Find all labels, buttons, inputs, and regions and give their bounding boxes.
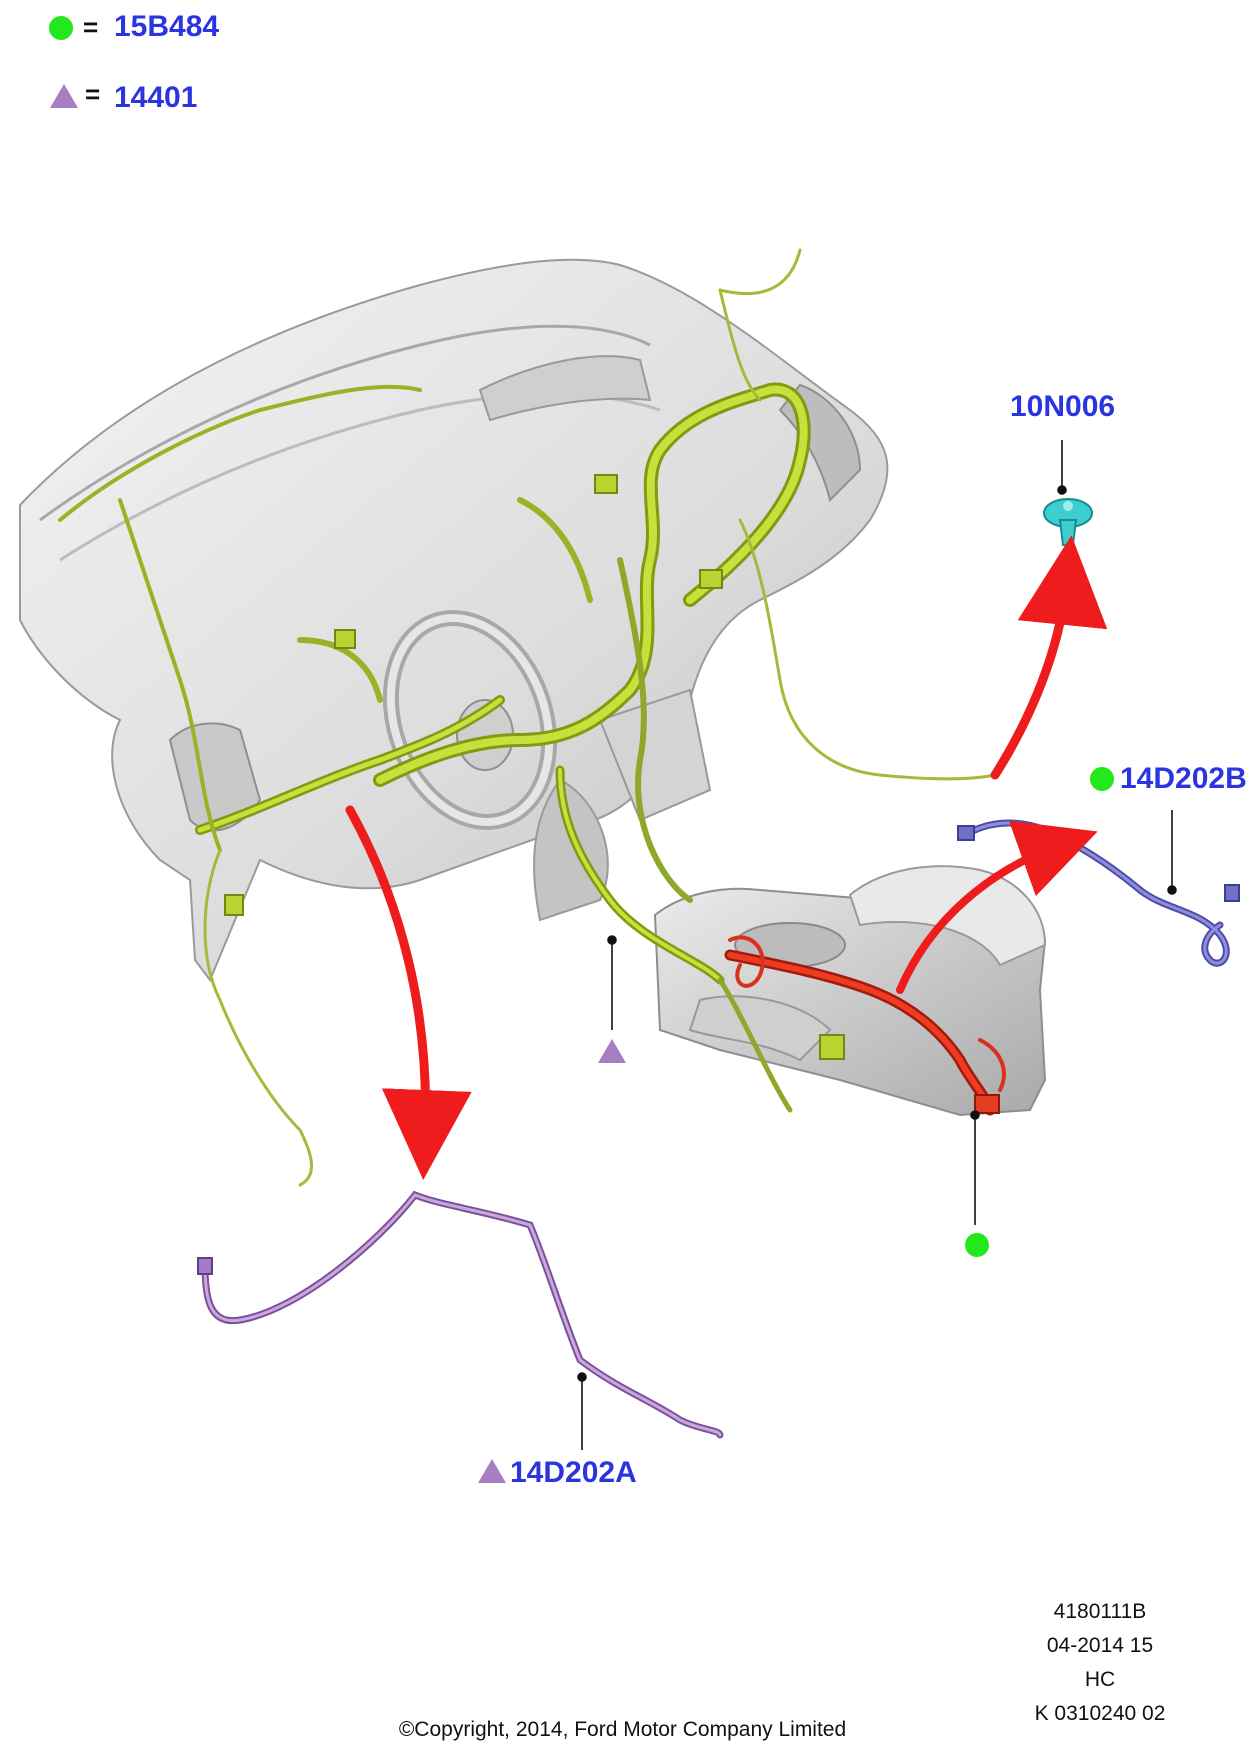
part-label-14d202b: 14D202B [1120, 762, 1247, 795]
part-label-14d202a: 14D202A [510, 1456, 637, 1489]
clip-10n006-icon [1043, 498, 1093, 546]
reference-line: 04-2014 15 [1046, 1634, 1154, 1657]
leader-lines [577, 440, 1177, 1450]
legend-equals-2: = [85, 79, 101, 109]
circle-marker-icon [49, 16, 73, 40]
triangle-marker-icon [478, 1459, 506, 1483]
copyright-text: ©Copyright, 2014, Ford Motor Company Lim… [398, 1718, 847, 1741]
dashboard-panel [19, 258, 889, 982]
legend-code-15b484: 15B484 [114, 10, 220, 43]
part-label-10n006: 10N006 [1010, 390, 1116, 423]
triangle-marker-icon [50, 84, 78, 108]
red-arrow-icon [345, 535, 1108, 1180]
console-wiring-harness [724, 935, 1006, 1116]
reference-line: 4180111B [1053, 1600, 1147, 1623]
legend-equals-1: = [83, 12, 99, 42]
reference-line: K 0310240 02 [1034, 1702, 1166, 1725]
center-console [653, 865, 1047, 1117]
circle-marker-icon [1090, 767, 1114, 791]
harness-14d202a [197, 1190, 724, 1439]
main-wiring-harness [58, 248, 997, 1187]
legend-code-14401: 14401 [114, 81, 198, 114]
circle-marker-icon [965, 1233, 989, 1257]
triangle-marker-icon [598, 1039, 626, 1063]
reference-block: 4180111B 04-2014 15 HC K 0310240 02 [1000, 1595, 1200, 1731]
reference-line: HC [1084, 1668, 1116, 1691]
